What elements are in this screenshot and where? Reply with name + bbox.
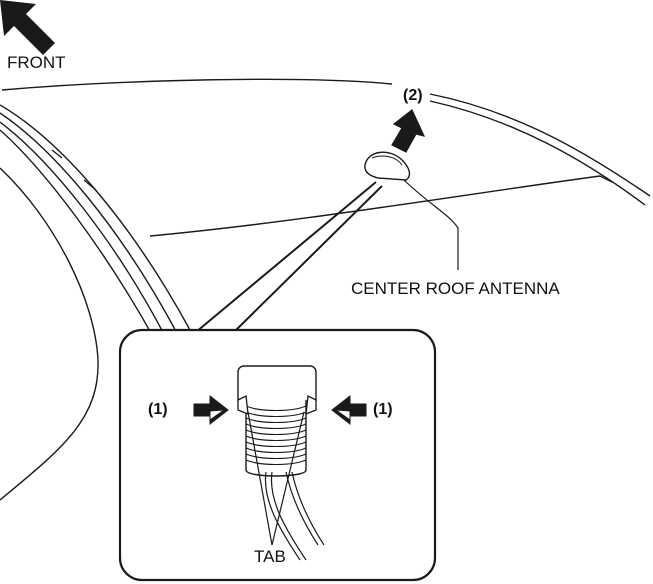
push-arrow-right-icon <box>331 394 367 426</box>
antenna-base-detail <box>237 365 325 561</box>
step-2-label: (2) <box>403 87 423 104</box>
tab-label: TAB <box>254 547 286 566</box>
front-label: FRONT <box>7 53 66 72</box>
lift-arrow-icon <box>391 109 426 153</box>
roof-outline <box>0 78 651 501</box>
callout-wedge <box>195 181 383 333</box>
step-1-right-label: (1) <box>373 401 393 418</box>
push-arrow-left-icon <box>193 394 229 426</box>
roof-antenna <box>364 151 411 181</box>
step-1-left-label: (1) <box>148 401 168 418</box>
front-arrow-icon <box>0 0 55 55</box>
antenna-label: CENTER ROOF ANTENNA <box>351 279 560 298</box>
antenna-leader-line <box>403 179 459 270</box>
